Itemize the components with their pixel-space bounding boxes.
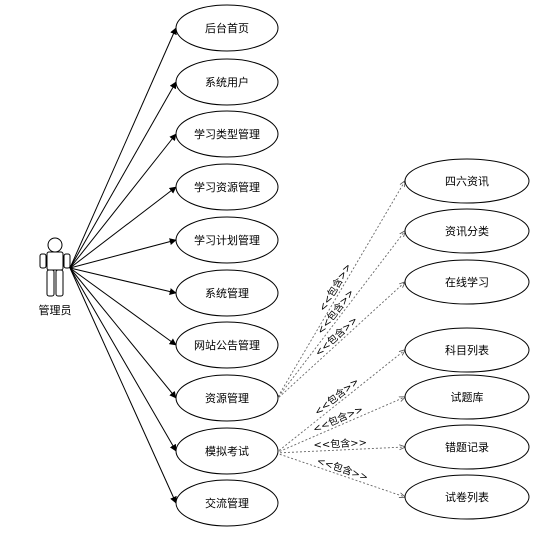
- admin-use-cases: 后台首页系统用户学习类型管理学习资源管理学习计划管理系统管理网站公告管理资源管理…: [175, 4, 279, 527]
- include-line: [275, 231, 405, 401]
- use-case-home[interactable]: 后台首页: [175, 4, 279, 52]
- use-case-label: 系统用户: [205, 75, 249, 89]
- use-case-label: 系统管理: [205, 286, 249, 300]
- include-cet: <<包含>>: [275, 181, 405, 401]
- use-case-label: 科目列表: [445, 343, 489, 357]
- association-studyplan: [69, 238, 177, 269]
- use-case-exam[interactable]: 模拟考试: [175, 427, 279, 475]
- use-case-qbank[interactable]: 试题库: [404, 374, 530, 420]
- use-case-ellipse: [175, 321, 279, 369]
- use-case-ellipse: [175, 4, 279, 52]
- use-case-ellipse: [404, 374, 530, 420]
- use-case-ellipse: [404, 259, 530, 305]
- use-case-label: 错题记录: [445, 440, 489, 454]
- include-label: <<包含>>: [313, 436, 367, 452]
- include-subjects: <<包含>>: [275, 350, 405, 454]
- include-papers: <<包含>>: [275, 452, 405, 497]
- use-case-label: 试题库: [451, 391, 484, 404]
- use-case-ellipse: [404, 474, 530, 520]
- association-studytype: [69, 133, 177, 269]
- use-case-ellipse: [175, 427, 279, 475]
- use-case-newscat[interactable]: 资讯分类: [404, 208, 530, 254]
- use-case-ellipse: [175, 479, 279, 527]
- use-case-label: 模拟考试: [205, 444, 249, 458]
- association-sysuser: [69, 81, 177, 269]
- use-case-mistakes[interactable]: 错题记录: [404, 424, 530, 470]
- include-line: [275, 397, 405, 454]
- use-case-label: 资讯分类: [445, 224, 489, 238]
- use-case-ellipse: [404, 158, 530, 204]
- use-case-ellipse: [175, 216, 279, 264]
- include-line: [275, 282, 405, 401]
- actor-label: 管理员: [39, 303, 72, 317]
- use-case-label: 试卷列表: [445, 490, 489, 504]
- use-case-label: 网站公告管理: [194, 338, 260, 352]
- use-case-studyplan[interactable]: 学习计划管理: [175, 216, 279, 264]
- association-comm: [69, 267, 177, 504]
- use-case-subjects[interactable]: 科目列表: [404, 327, 530, 373]
- include-relations: <<包含>><<包含>><<包含>><<包含>><<包含>><<包含>><<包含…: [275, 181, 405, 497]
- include-line: [275, 181, 405, 401]
- use-case-sysmgmt[interactable]: 系统管理: [175, 269, 279, 317]
- use-case-studyres[interactable]: 学习资源管理: [175, 163, 279, 211]
- use-case-label: 学习计划管理: [194, 233, 260, 247]
- use-case-label: 交流管理: [205, 496, 249, 510]
- association-exam: [69, 267, 177, 452]
- use-case-label: 在线学习: [445, 275, 489, 289]
- include-line: [275, 350, 405, 454]
- use-case-ellipse: [404, 327, 530, 373]
- use-case-label: 资源管理: [205, 391, 249, 405]
- association-lines: [69, 27, 177, 504]
- use-case-label: 学习类型管理: [194, 127, 260, 141]
- include-line: [275, 452, 405, 497]
- association-notice: [69, 267, 177, 346]
- association-home: [69, 27, 177, 269]
- use-case-label: 四六资讯: [445, 175, 489, 188]
- use-case-ellipse: [175, 374, 279, 422]
- use-case-papers[interactable]: 试卷列表: [404, 474, 530, 520]
- use-case-cet[interactable]: 四六资讯: [404, 158, 530, 204]
- use-case-ellipse: [175, 163, 279, 211]
- use-case-sysuser[interactable]: 系统用户: [175, 58, 279, 106]
- use-case-online[interactable]: 在线学习: [404, 259, 530, 305]
- use-case-resmgmt[interactable]: 资源管理: [175, 374, 279, 422]
- include-newscat: <<包含>>: [275, 231, 405, 401]
- use-case-studytype[interactable]: 学习类型管理: [175, 110, 279, 158]
- use-case-comm[interactable]: 交流管理: [175, 479, 279, 527]
- include-label: <<包含>>: [315, 454, 370, 484]
- association-sysmgmt: [69, 267, 177, 295]
- use-case-label: 学习资源管理: [194, 180, 260, 194]
- include-mistakes: <<包含>>: [275, 436, 405, 454]
- use-case-label: 后台首页: [205, 21, 249, 35]
- use-case-ellipse: [175, 58, 279, 106]
- use-case-notice[interactable]: 网站公告管理: [175, 321, 279, 369]
- use-case-ellipse: [404, 208, 530, 254]
- actor-figure-icon: [39, 237, 71, 297]
- include-line: [275, 447, 405, 454]
- use-case-ellipse: [404, 424, 530, 470]
- use-case-ellipse: [175, 269, 279, 317]
- association-resmgmt: [69, 267, 177, 399]
- actor-administrator[interactable]: 管理员: [39, 237, 72, 317]
- association-studyres: [69, 186, 177, 269]
- use-case-ellipse: [175, 110, 279, 158]
